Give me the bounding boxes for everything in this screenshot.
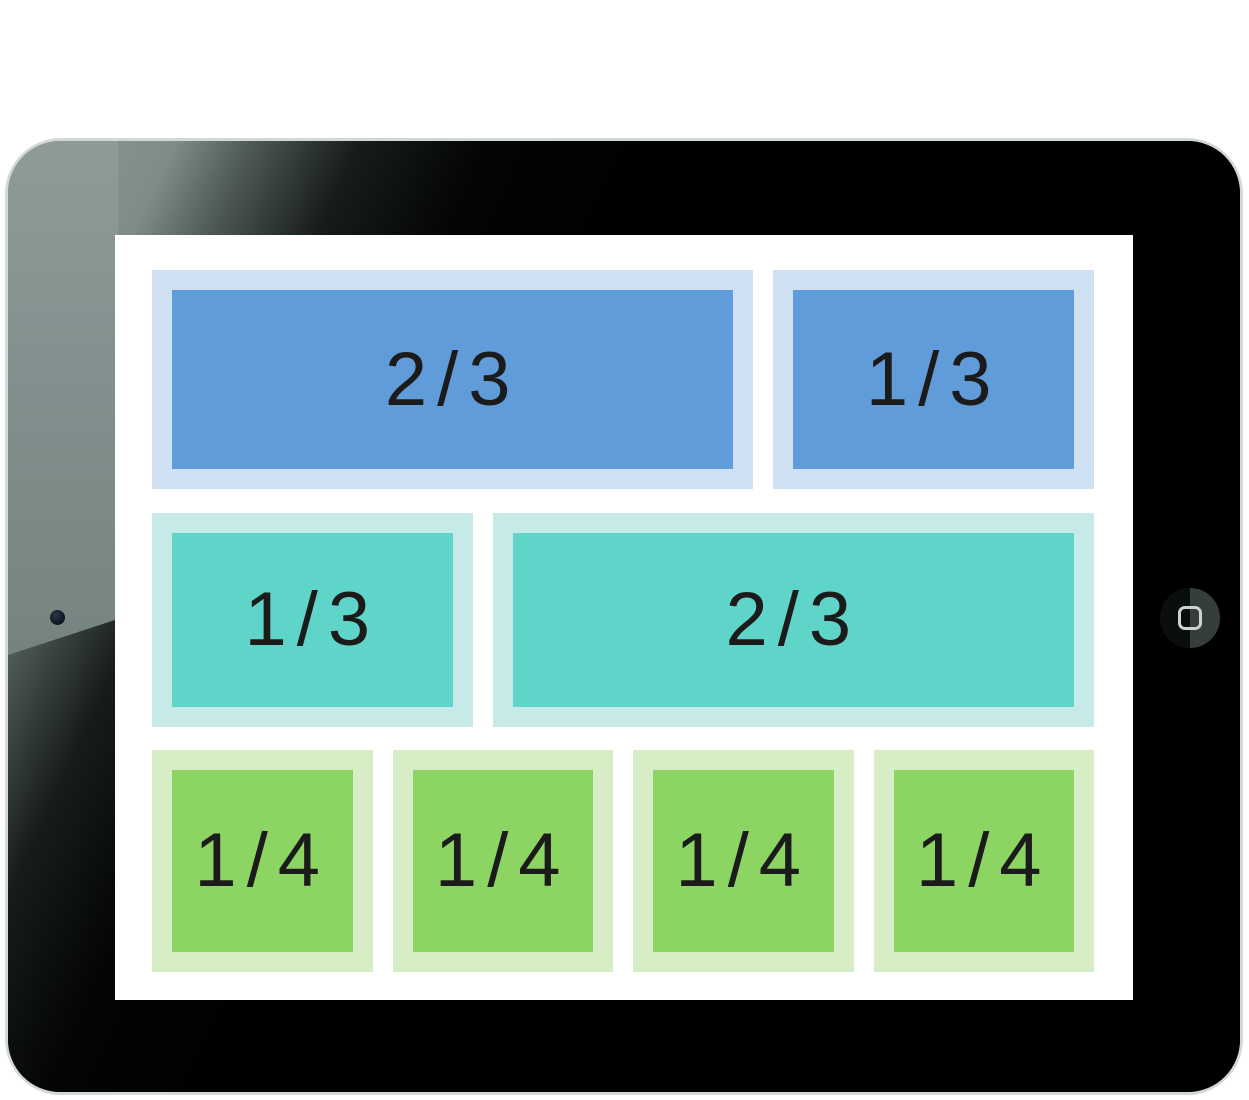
grid-cell-block: 1/4	[893, 770, 1074, 952]
grid-cell-block: 1/3	[793, 290, 1074, 469]
grid-row-quarters-green: 1/4 1/4 1/4 1/	[152, 750, 1094, 972]
tablet-frame: 2/3 1/3 1/3	[5, 138, 1243, 1095]
grid-cell-container: 1/4	[873, 750, 1094, 972]
cell-label: 1/4	[915, 818, 1052, 903]
tablet-bezel: 2/3 1/3 1/3	[8, 141, 1240, 1092]
cell-label: 1/3	[865, 336, 1002, 422]
grid-cell-block: 1/4	[653, 770, 834, 952]
cell-label: 1/4	[194, 818, 331, 903]
grid-cell-block: 1/3	[172, 533, 453, 707]
grid-row-thirds-blue: 2/3 1/3	[152, 270, 1094, 489]
cell-label: 2/3	[725, 577, 862, 662]
front-camera-icon	[50, 610, 65, 625]
grid-cell-container: 1/4	[633, 750, 854, 972]
cell-label: 1/4	[675, 818, 812, 903]
cell-label: 1/3	[244, 577, 381, 662]
bezel-glare	[8, 141, 118, 655]
home-button	[1160, 588, 1220, 648]
grid-cell-container: 1/3	[152, 513, 473, 727]
grid-cell-block: 2/3	[172, 290, 734, 469]
grid-cell-block: 2/3	[512, 533, 1074, 707]
grid-cell-container: 2/3	[152, 270, 754, 489]
cell-label: 2/3	[384, 336, 521, 422]
grid-cell-block: 1/4	[412, 770, 593, 952]
home-button-icon	[1178, 606, 1202, 630]
cell-label: 1/4	[434, 818, 571, 903]
grid-cell-container: 2/3	[492, 513, 1094, 727]
tablet-screen: 2/3 1/3 1/3	[115, 235, 1133, 1000]
grid-cell-container: 1/4	[392, 750, 613, 972]
layout-grid: 2/3 1/3 1/3	[115, 235, 1133, 1000]
grid-cell-block: 1/4	[172, 770, 353, 952]
grid-row-thirds-teal: 1/3 2/3	[152, 513, 1094, 727]
grid-cell-container: 1/4	[152, 750, 373, 972]
grid-cell-container: 1/3	[773, 270, 1094, 489]
